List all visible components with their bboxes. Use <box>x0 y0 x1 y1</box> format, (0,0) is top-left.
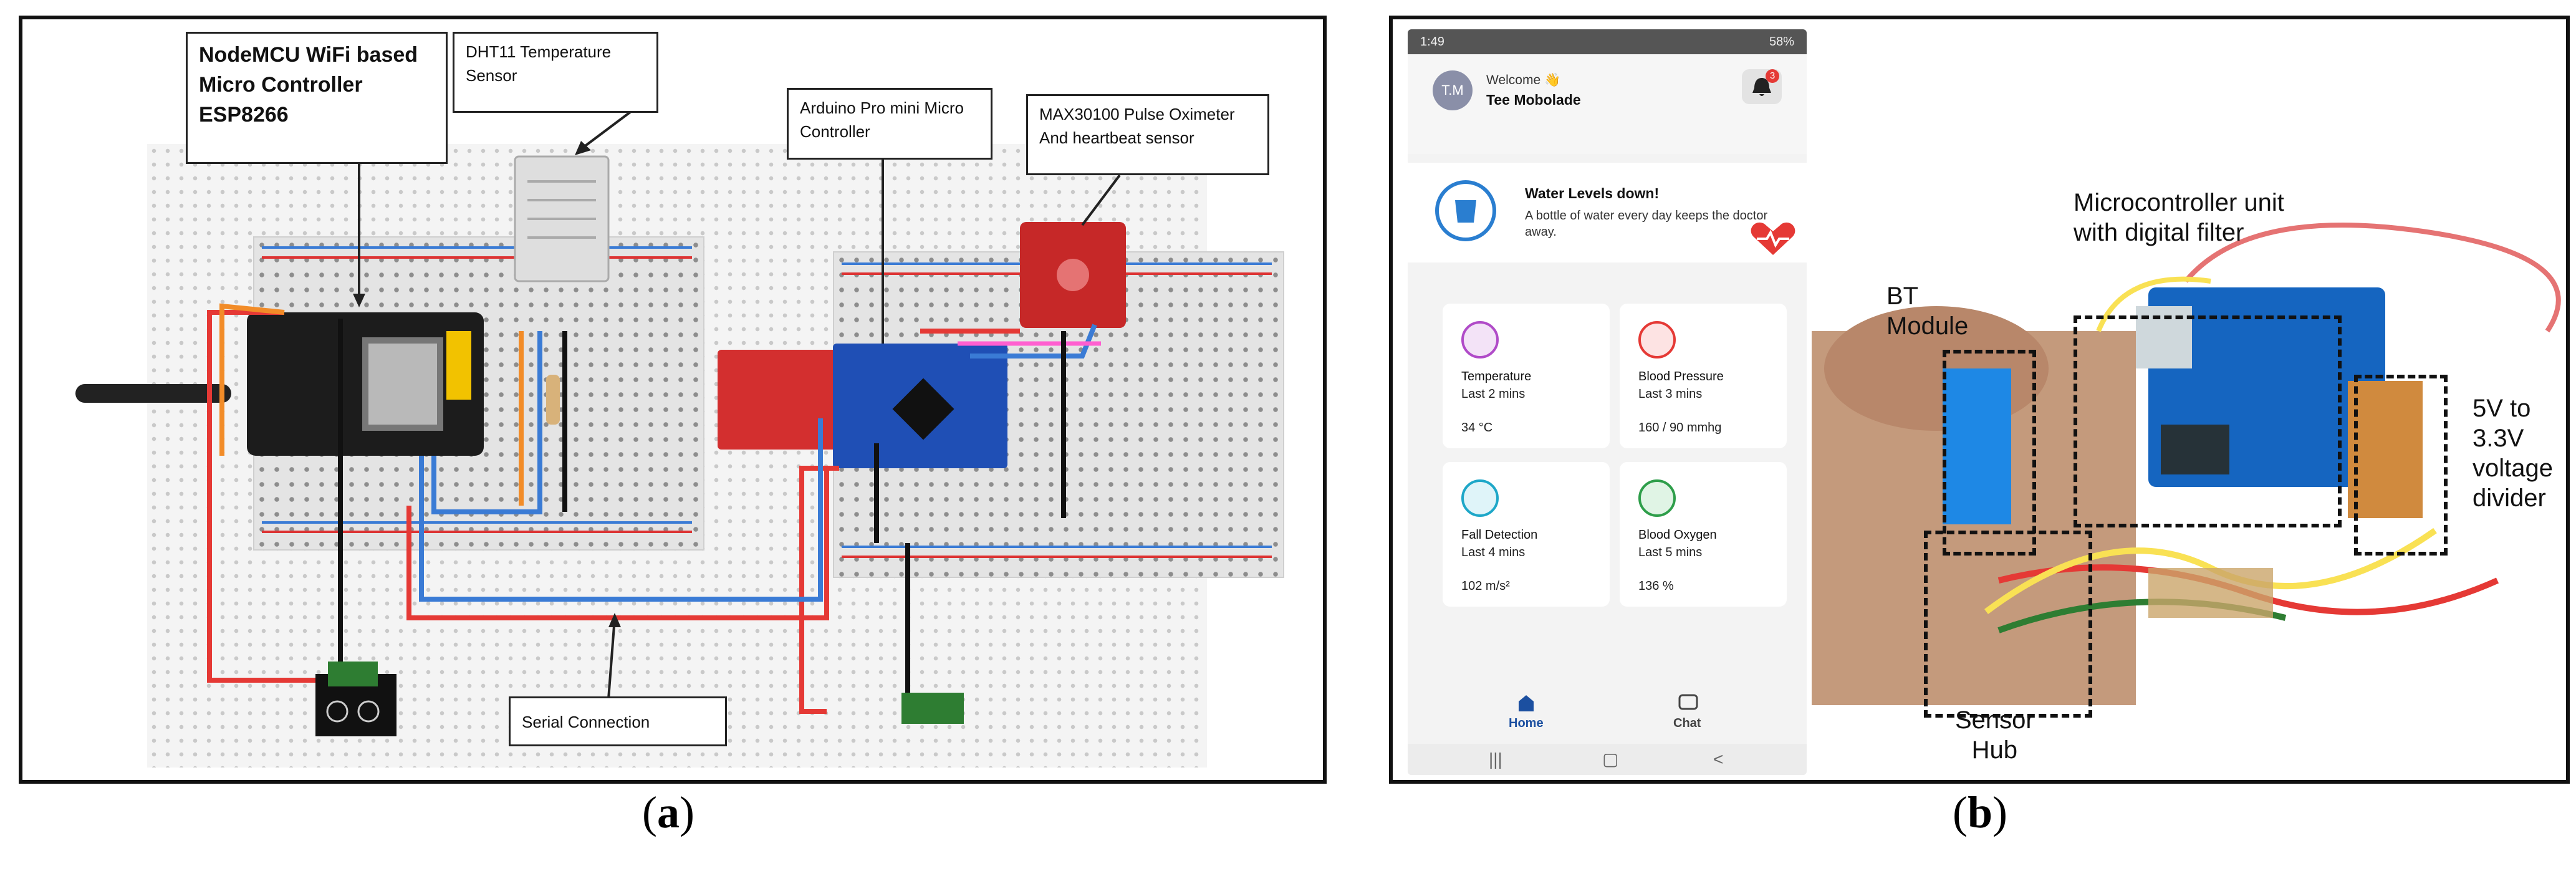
water-alert-card[interactable]: Water Levels down! A bottle of water eve… <box>1408 163 1807 262</box>
metric-value: 34 °C <box>1461 421 1493 435</box>
nav-home-label: Home <box>1509 716 1544 730</box>
arduino-label-line2: Controller <box>800 122 870 141</box>
nav-chat-label: Chat <box>1673 716 1701 730</box>
status-bar: 1:49 58% <box>1408 29 1807 54</box>
system-nav-bar: ||| ▢ < <box>1408 744 1807 775</box>
sensor-hub-box <box>1924 531 2092 718</box>
sensor-hub-label: Sensor Hub <box>1955 705 2034 765</box>
metric-time: Last 4 mins <box>1461 546 1526 559</box>
bottom-nav: Home Chat <box>1408 690 1807 740</box>
metric-time: Last 3 mins <box>1638 387 1703 401</box>
dht11-label-line1: DHT11 Temperature <box>466 42 612 61</box>
fall-icon <box>1461 479 1499 517</box>
metric-name: Blood Oxygen <box>1638 528 1717 542</box>
ftdi-adapter <box>718 350 842 450</box>
nav-chat[interactable]: Chat <box>1663 690 1713 740</box>
metric-card-blood-oxygen[interactable]: Blood Oxygen Last 5 mins 136 % <box>1620 462 1787 607</box>
microcontroller-box <box>2074 315 2342 527</box>
bt-module-box <box>1943 350 2036 556</box>
voltage-divider-label: 5V to 3.3V voltage divider <box>2473 393 2553 513</box>
thermometer-icon <box>1461 321 1499 359</box>
heart-icon <box>1751 222 1795 255</box>
metric-name: Fall Detection <box>1461 528 1538 542</box>
hardware-illustration <box>1812 223 2561 705</box>
dht11-label-line2: Sensor <box>466 66 517 85</box>
bt-label-line1: BT <box>1886 282 1919 310</box>
mcu-label-line2: with digital filter <box>2074 219 2244 246</box>
back-icon[interactable]: < <box>1713 749 1724 769</box>
recent-apps-icon[interactable]: ||| <box>1489 749 1502 769</box>
left-breadboard <box>253 236 704 551</box>
arduino-label-line1: Arduino Pro mini Micro <box>800 99 964 117</box>
metric-card-temperature[interactable]: Temperature Last 2 mins 34 °C <box>1443 304 1610 448</box>
nodemcu-label-line1: NodeMCU WiFi based <box>199 43 418 67</box>
divider-label-line4: divider <box>2473 484 2546 512</box>
microcontroller-label: Microcontroller unit with digital filter <box>2074 188 2284 248</box>
hardware-photo: BT Module Microcontroller unit with digi… <box>1812 19 2566 780</box>
caption-a: (a) <box>642 787 694 837</box>
mcu-label-line1: Microcontroller unit <box>2074 189 2284 216</box>
bluetooth-module <box>1943 368 2011 524</box>
divider-label-line2: 3.3V <box>2473 425 2524 452</box>
resistor <box>546 375 560 425</box>
alert-body: A bottle of water every day keeps the do… <box>1525 209 1768 239</box>
lungs-icon <box>1638 479 1676 517</box>
serial-connection-label: Serial Connection <box>509 696 727 746</box>
bt-module-label: BT Module <box>1886 281 1968 341</box>
metric-value: 102 m/s² <box>1461 579 1510 593</box>
arduino-label: Arduino Pro mini Micro Controller <box>787 88 992 160</box>
metric-card-fall-detection[interactable]: Fall Detection Last 4 mins 102 m/s² <box>1443 462 1610 607</box>
caption-b-letter: b <box>1967 787 1993 837</box>
voltage-divider-board <box>2348 381 2423 518</box>
max30100-label: MAX30100 Pulse Oximeter And heartbeat se… <box>1026 94 1269 175</box>
status-battery: 58% <box>1769 35 1794 49</box>
panel-a-breadboard-diagram: NodeMCU WiFi based Micro Controller ESP8… <box>19 16 1327 784</box>
power-jack-right <box>901 693 964 724</box>
mobile-app-screenshot: 1:49 58% T.M Welcome 👋 Tee Mobolade 3 Wa… <box>1408 29 1807 775</box>
blood-drop-icon <box>1638 321 1676 359</box>
caption-a-letter: a <box>656 787 680 837</box>
metric-name: Blood Pressure <box>1638 370 1724 383</box>
nodemcu-label-line2: Micro Controller <box>199 73 363 97</box>
welcome-text: Welcome 👋 <box>1486 73 1561 87</box>
sensor-hub-label-line1: Sensor <box>1955 706 2034 734</box>
metric-value: 136 % <box>1638 579 1674 593</box>
nav-home[interactable]: Home <box>1501 690 1551 740</box>
max30100-label-line1: MAX30100 Pulse Oximeter <box>1039 105 1235 123</box>
max30100-label-line2: And heartbeat sensor <box>1039 128 1194 147</box>
panel-b-prototype: 1:49 58% T.M Welcome 👋 Tee Mobolade 3 Wa… <box>1389 16 2570 784</box>
bell-icon <box>1752 78 1771 96</box>
water-glass-icon <box>1435 180 1496 241</box>
voltage-divider-box <box>2354 375 2448 556</box>
home-circle-icon[interactable]: ▢ <box>1602 749 1619 769</box>
dht11-label: DHT11 Temperature Sensor <box>453 32 658 113</box>
app-header: T.M Welcome 👋 Tee Mobolade 3 <box>1408 54 1807 154</box>
metric-value: 160 / 90 mmhg <box>1638 421 1722 435</box>
chat-icon <box>1678 694 1698 710</box>
user-name: Tee Mobolade <box>1486 92 1581 108</box>
bt-label-line2: Module <box>1886 312 1969 340</box>
status-time: 1:49 <box>1420 35 1444 49</box>
nodemcu-label-line3: ESP8266 <box>199 103 289 127</box>
avatar[interactable]: T.M <box>1433 70 1473 110</box>
metric-card-blood-pressure[interactable]: Blood Pressure Last 3 mins 160 / 90 mmhg <box>1620 304 1787 448</box>
sensor-hub-label-line2: Hub <box>1971 736 2018 764</box>
alert-title: Water Levels down! <box>1525 185 1660 201</box>
wiring-diagram <box>75 99 1126 736</box>
divider-label-line1: 5V to <box>2473 395 2531 422</box>
notifications-button[interactable]: 3 <box>1742 69 1782 104</box>
nodemcu-label: NodeMCU WiFi based Micro Controller ESP8… <box>186 32 448 164</box>
home-icon <box>1519 695 1534 711</box>
caption-b: (b) <box>1953 787 2008 837</box>
metric-name: Temperature <box>1461 370 1532 383</box>
metric-time: Last 5 mins <box>1638 546 1703 559</box>
notification-badge: 3 <box>1766 69 1779 83</box>
metric-time: Last 2 mins <box>1461 387 1526 401</box>
divider-label-line3: voltage <box>2473 455 2553 482</box>
